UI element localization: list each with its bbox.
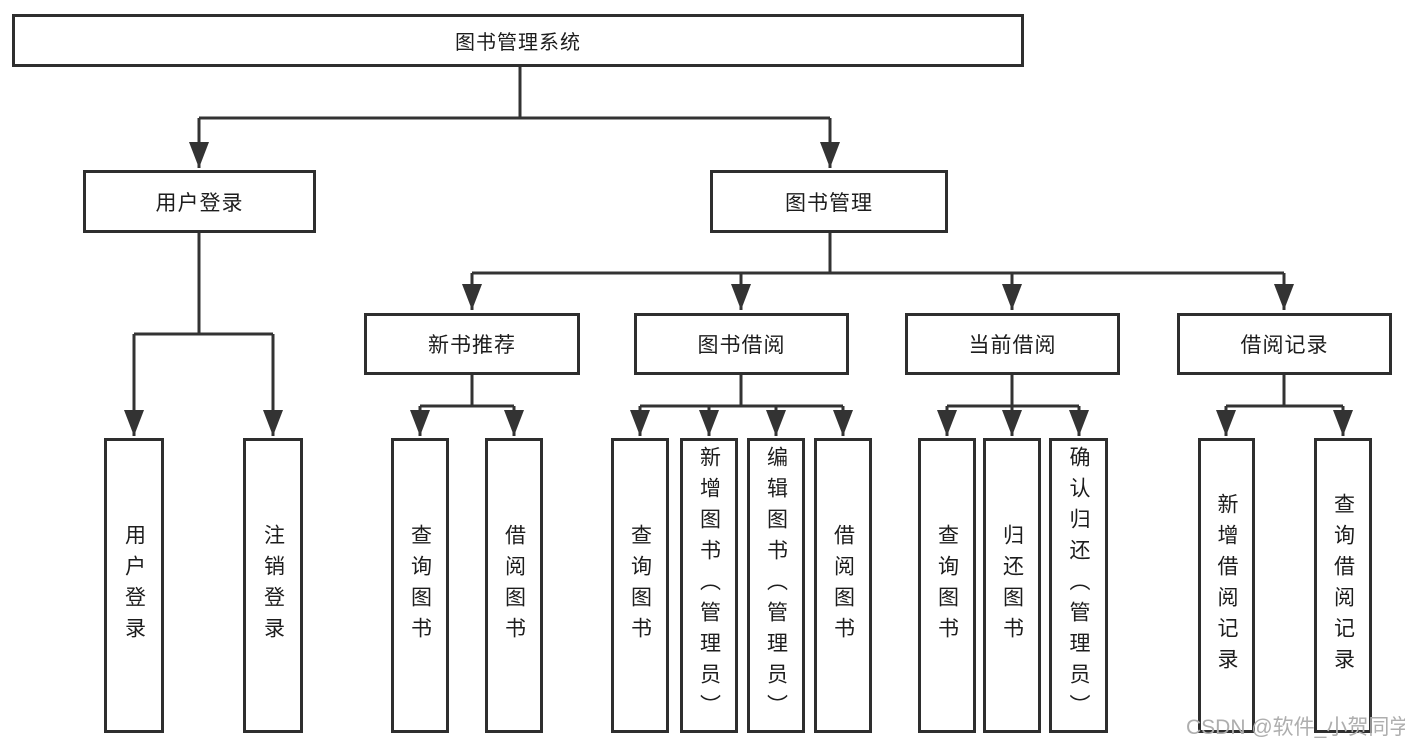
node-leaf-login: 用户登录 [104, 438, 164, 733]
node-leaf-query-book-1-label: 查询图书 [408, 523, 432, 648]
node-leaf-query-book-1: 查询图书 [391, 438, 449, 733]
node-records-label: 借阅记录 [1240, 334, 1329, 357]
node-book-mgmt-label: 图书管理 [785, 191, 873, 215]
node-leaf-query-book-2-label: 查询图书 [628, 523, 652, 648]
node-user-login-label: 用户登录 [155, 191, 244, 215]
node-new-book-label: 新书推荐 [428, 334, 516, 357]
node-records: 借阅记录 [1177, 313, 1392, 375]
node-leaf-add-book: 新增图书（管理员） [680, 438, 738, 733]
node-leaf-add-record-label: 新增借阅记录 [1215, 492, 1238, 679]
node-leaf-edit-book: 编辑图书（管理员） [747, 438, 805, 733]
node-leaf-logout-label: 注销登录 [261, 523, 285, 648]
node-user-login: 用户登录 [83, 170, 316, 233]
node-leaf-query-book-3-label: 查询图书 [935, 523, 959, 648]
node-leaf-confirm-return-label: 确认归还（管理员） [1067, 446, 1090, 725]
node-leaf-logout: 注销登录 [243, 438, 303, 733]
node-leaf-return-book: 归还图书 [983, 438, 1041, 733]
node-leaf-add-book-label: 新增图书（管理员） [697, 446, 721, 725]
node-new-book: 新书推荐 [364, 313, 580, 375]
node-book-mgmt: 图书管理 [710, 170, 948, 233]
node-current-borrow: 当前借阅 [905, 313, 1120, 375]
node-leaf-borrow-book-2-label: 借阅图书 [831, 523, 855, 648]
node-leaf-borrow-book-2: 借阅图书 [814, 438, 872, 733]
node-root: 图书管理系统 [12, 14, 1024, 67]
node-leaf-query-record: 查询借阅记录 [1314, 438, 1372, 733]
node-leaf-borrow-book-1-label: 借阅图书 [502, 523, 526, 648]
node-leaf-return-book-label: 归还图书 [1000, 523, 1024, 648]
node-book-borrow: 图书借阅 [634, 313, 849, 375]
watermark: CSDN @软件_小贺同学 [1186, 716, 1405, 739]
node-root-label: 图书管理系统 [455, 32, 581, 54]
node-book-borrow-label: 图书借阅 [697, 334, 786, 357]
node-leaf-add-record: 新增借阅记录 [1198, 438, 1255, 733]
node-leaf-query-book-2: 查询图书 [611, 438, 669, 733]
node-leaf-login-label: 用户登录 [122, 523, 146, 648]
node-leaf-borrow-book-1: 借阅图书 [485, 438, 543, 733]
node-leaf-edit-book-label: 编辑图书（管理员） [764, 446, 788, 725]
node-current-borrow-label: 当前借阅 [968, 334, 1057, 357]
node-leaf-query-book-3: 查询图书 [918, 438, 976, 733]
node-leaf-query-record-label: 查询借阅记录 [1331, 492, 1355, 679]
node-leaf-confirm-return: 确认归还（管理员） [1049, 438, 1108, 733]
